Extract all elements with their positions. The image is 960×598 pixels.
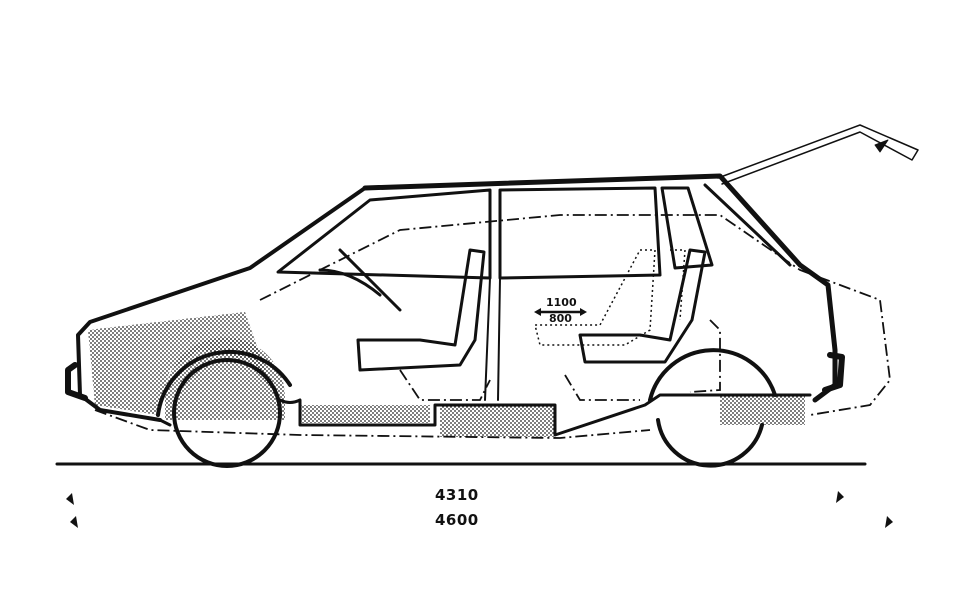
marker-arrow-left-4310 <box>66 493 74 505</box>
interior-width-upper: 1100 <box>546 296 577 309</box>
marker-arrow-left-4600 <box>70 516 78 528</box>
dotted-seat-outline <box>534 249 686 346</box>
alternative-outline <box>94 214 891 439</box>
length-closed-label: 4310 <box>435 486 479 504</box>
length-open-label: 4600 <box>435 511 479 529</box>
car-body-outline <box>55 124 919 468</box>
marker-arrow-right-4310 <box>836 491 844 503</box>
marker-arrow-right-4600 <box>885 516 893 528</box>
interior-width-lower: 800 <box>549 312 572 325</box>
shaded-regions <box>88 312 805 437</box>
interior-width-arrow <box>534 308 587 316</box>
length-markers <box>66 491 893 528</box>
